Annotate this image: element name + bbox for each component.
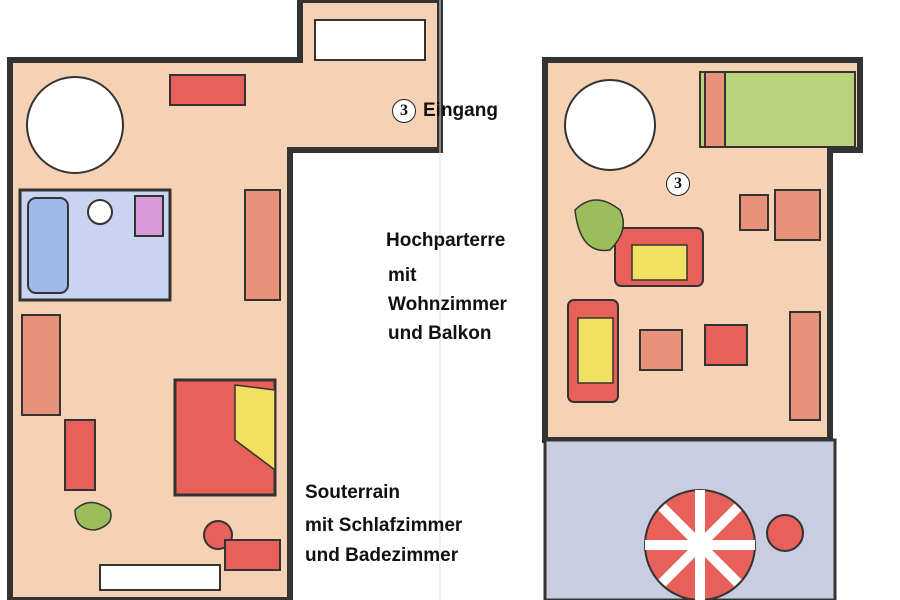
- coffee-table: [639, 329, 683, 371]
- balcony-table: [766, 514, 804, 552]
- cabinet: [169, 74, 246, 106]
- spiral-staircase: [26, 76, 124, 174]
- wardrobe: [244, 189, 281, 301]
- souterrain-title: Souterrain: [305, 482, 401, 503]
- souterrain-line2: und Badezimmer: [305, 545, 459, 566]
- wardrobe-left: [21, 314, 61, 416]
- toilet: [134, 195, 164, 237]
- desk: [64, 419, 96, 491]
- dining-table: [774, 189, 821, 241]
- plant: [74, 501, 112, 531]
- hochparterre-title: Hochparterre: [386, 230, 506, 251]
- hochparterre-plan: [542, 57, 863, 600]
- shelf: [789, 311, 821, 421]
- armchair: [704, 324, 748, 366]
- bathtub: [27, 197, 69, 294]
- sink: [87, 199, 113, 225]
- souterrain-plan: [7, 0, 443, 600]
- hochparterre-line1: mit: [388, 265, 417, 286]
- room-number-badge-souterrain: 3: [392, 99, 416, 123]
- souterrain-line1: mit Schlafzimmer: [305, 515, 463, 536]
- plant: [574, 199, 625, 252]
- entrance-label: Eingang: [423, 100, 498, 121]
- window: [99, 564, 221, 591]
- hochparterre-line2: Wohnzimmer: [388, 294, 507, 315]
- hochparterre-line3: und Balkon: [388, 323, 492, 344]
- spiral-staircase: [564, 79, 656, 171]
- room-number-badge-hochparterre: 3: [666, 172, 690, 196]
